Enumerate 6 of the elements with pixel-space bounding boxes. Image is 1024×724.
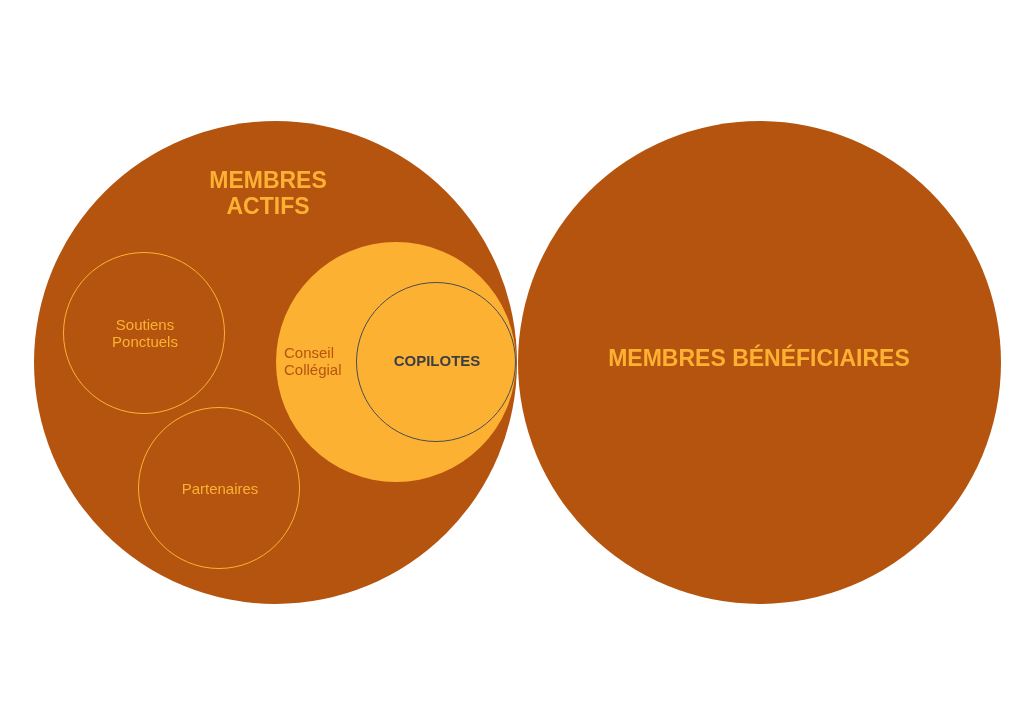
circle-label: Partenaires (181, 480, 259, 498)
circle-title: MEMBRES BÉNÉFICIAIRES (608, 346, 910, 372)
circle-label: Conseil Collégial (284, 345, 342, 379)
circle-label: Soutiens Ponctuels (112, 317, 178, 351)
circle-title: COPILOTES (393, 352, 481, 370)
circle-title: MEMBRES ACTIFS (209, 168, 327, 220)
